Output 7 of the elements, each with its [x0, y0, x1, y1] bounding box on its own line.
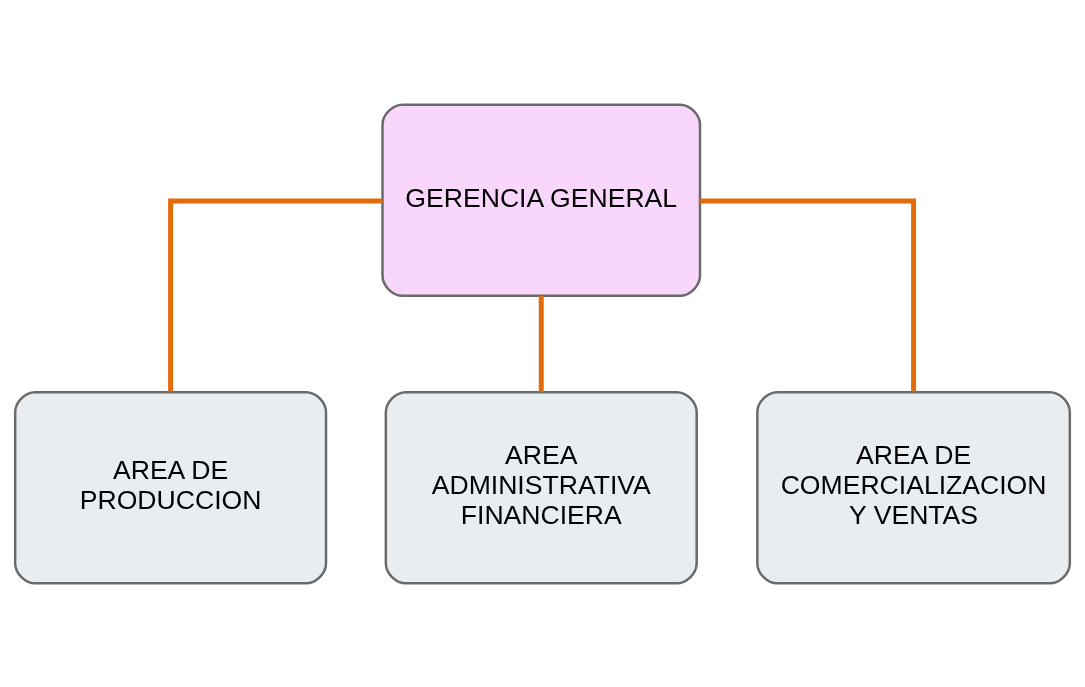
node-box: AREA ADMINISTRATIVA FINANCIERA — [384, 390, 698, 585]
connector — [538, 295, 544, 392]
connector — [168, 198, 383, 391]
node-box: AREA DE PRODUCCION — [13, 390, 328, 585]
node-box: GERENCIA GENERAL — [381, 102, 702, 297]
connector — [700, 198, 917, 391]
node-box: AREA DE COMERCIALIZACION Y VENTAS — [756, 390, 1072, 585]
